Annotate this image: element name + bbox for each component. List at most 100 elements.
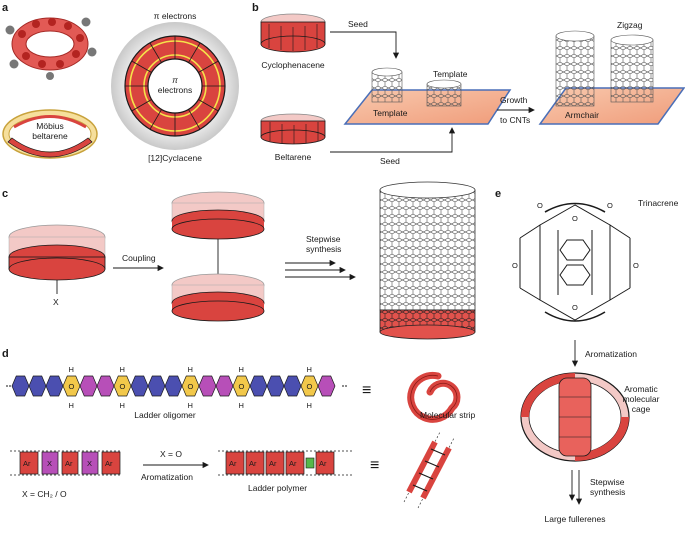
oligomer-o-label: O <box>188 382 194 391</box>
oligomer-o-label: O <box>120 382 126 391</box>
ar-2: Ar <box>65 459 73 468</box>
c-nanotube <box>379 181 476 340</box>
oligomer-h-label: H <box>239 365 244 374</box>
panel-a-letter: a <box>2 2 9 14</box>
template-label-left: Template <box>373 108 408 118</box>
template-plate: Template Template <box>343 67 512 125</box>
oligomer-ring <box>215 375 234 397</box>
x-2: X <box>87 459 92 468</box>
molecular-strip-model: Molecular strip <box>407 371 476 423</box>
pi-electrons-top: π electrons <box>154 11 197 21</box>
oligomer-h-label: H <box>239 401 244 410</box>
e-aromatization-label: Aromatization <box>585 349 637 359</box>
oligomer-h-label: H <box>307 401 312 410</box>
template-label-right: Template <box>433 69 468 79</box>
oligomer-o-label: O <box>307 382 313 391</box>
e-stepwise-2: synthesis <box>590 487 625 497</box>
stepwise-arrows-e <box>568 470 583 505</box>
oligomer-ring <box>45 375 64 397</box>
ladder-polymer-label: Ladder polymer <box>248 483 307 493</box>
cyclacene-model: π electrons π electrons [12]Cyclacene <box>111 11 239 163</box>
panel-e: e O O O O O O Trinacrene Aromatization <box>495 188 679 524</box>
panel-c: c X Coupling <box>2 181 476 340</box>
o-5: O <box>633 261 639 270</box>
ladder-oligomer-label: Ladder oligomer <box>134 410 196 420</box>
mobius-label-2: beltarene <box>32 131 68 141</box>
growth-label-1: Growth <box>500 95 528 105</box>
cage-label-1: Aromatic <box>624 384 658 394</box>
equiv-bottom: ≡ <box>370 457 379 474</box>
o-2: O <box>607 201 613 210</box>
beltarene-label: Beltarene <box>275 152 312 162</box>
oligomer-ring <box>130 375 149 397</box>
oligomer-h-label: H <box>188 401 193 410</box>
mobius-label-1: Möbius <box>36 121 63 131</box>
oligomer-h-label: H <box>188 365 193 374</box>
ar-1: Ar <box>23 459 31 468</box>
zigzag-label: Zigzag <box>617 20 643 30</box>
oligomer-h-label: H <box>120 365 125 374</box>
cyclacene-label: [12]Cyclacene <box>148 153 202 163</box>
growth-label-2: to CNTs <box>500 115 530 125</box>
panel-d-letter: d <box>2 348 9 360</box>
oligomer-h-label: H <box>120 401 125 410</box>
oligomer-ring <box>11 375 30 397</box>
molecular-strip-label: Molecular strip <box>420 410 476 420</box>
ar-p4: Ar <box>289 459 297 468</box>
x-1: X <box>47 459 52 468</box>
oligomer-h-label: H <box>307 365 312 374</box>
coupling-label: Coupling <box>122 253 156 263</box>
oligomer-ring <box>147 375 166 397</box>
red-torus-model <box>5 17 97 80</box>
cage-label-3: cage <box>632 404 651 414</box>
cnt-plate: Zigzag Armchair <box>538 20 685 125</box>
c-x-label: X <box>53 297 59 307</box>
panel-c-letter: c <box>2 188 8 200</box>
oligomer-ring <box>317 375 336 397</box>
oligomer-o-label: O <box>239 382 245 391</box>
ladder-polymer: Ar Ar Ar Ar Ar <box>218 450 352 476</box>
ar-p2: Ar <box>249 459 257 468</box>
pi-center-1: π <box>172 75 178 85</box>
beltarene-model: Beltarene <box>260 113 326 162</box>
panel-b-letter: b <box>252 2 259 14</box>
armchair-label: Armchair <box>565 110 599 120</box>
cyclophenacene-model: Cyclophenacene <box>260 13 326 70</box>
oligomer-o-label: O <box>69 382 75 391</box>
oligomer-h-label: H <box>69 365 74 374</box>
oligomer-ring <box>79 375 98 397</box>
cage-label-2: molecular <box>623 394 660 404</box>
oligomer-ring <box>283 375 302 397</box>
o-4: O <box>512 261 518 270</box>
o-3: O <box>572 214 578 223</box>
cyclophenacene-label: Cyclophenacene <box>261 60 325 70</box>
panel-b: b Cyclophenacene Beltarene <box>252 2 685 166</box>
trinacrene-label: Trinacrene <box>638 198 679 208</box>
c-stepwise-1: Stepwise <box>306 234 341 244</box>
d-aromatization-label: Aromatization <box>141 472 193 482</box>
panel-a: a Möbius beltarene <box>2 2 239 163</box>
aromatic-cage <box>520 372 630 462</box>
oligomer-ring <box>249 375 268 397</box>
oligomer-ring <box>198 375 217 397</box>
panel-e-letter: e <box>495 188 501 200</box>
oligomer-h-label: H <box>69 401 74 410</box>
trinacrene-oxygens: O O O O O O <box>512 201 639 312</box>
ar-p1: Ar <box>229 459 237 468</box>
o-1: O <box>537 201 543 210</box>
c-belt-start: X <box>8 224 106 307</box>
pi-center-2: electrons <box>158 85 193 95</box>
x-def-label: X = CH₂ / O <box>22 489 67 499</box>
ladder-rails-icon <box>403 431 455 509</box>
ladder-precursor: Ar X Ar X Ar <box>10 450 122 476</box>
ar-p3: Ar <box>269 459 277 468</box>
stepwise-arrows-c <box>285 259 356 281</box>
e-stepwise-1: Stepwise <box>590 477 625 487</box>
c-belt-dimer <box>171 191 265 322</box>
c-stepwise-2: synthesis <box>306 244 341 254</box>
o-6: O <box>572 303 578 312</box>
oligomer-ring <box>164 375 183 397</box>
ar-p5: Ar <box>319 459 327 468</box>
